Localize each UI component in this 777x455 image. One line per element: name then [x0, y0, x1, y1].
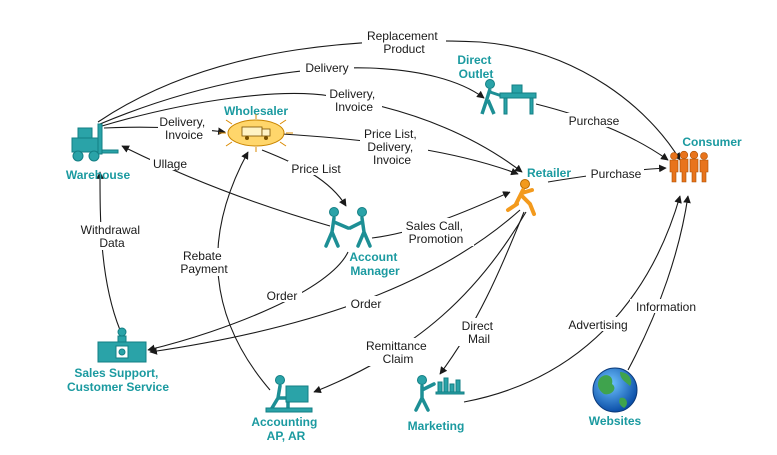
retailer-node: Retailer [506, 166, 571, 216]
wholesaler-label: Wholesaler [224, 104, 288, 118]
cashier-counter-icon [480, 79, 537, 115]
edge-replacement-product [97, 40, 681, 161]
label-delivery-invoice-left: Delivery, Invoice [159, 115, 208, 142]
label-order-retailer: Order [351, 297, 382, 311]
label-delivery-invoice-top: Delivery, Invoice [329, 87, 378, 114]
marketing-label: Marketing [408, 419, 465, 433]
edge-rebate-payment [217, 151, 271, 391]
label-purchase-retailer: Purchase [591, 167, 642, 181]
marketing-node: Marketing [408, 375, 465, 433]
websites-node: Websites [589, 367, 642, 428]
label-sales-call: Sales Call, Promotion [406, 219, 467, 246]
running-person-icon [506, 179, 536, 216]
presenter-chart-icon [414, 375, 465, 412]
label-information: Information [636, 300, 696, 314]
warehouse-label: Warehouse [66, 168, 131, 182]
label-order-account-manager: Order [267, 289, 298, 303]
edge-order-account-manager [147, 251, 349, 353]
warehouse-node: Warehouse [66, 123, 131, 182]
edge-labels: Replacement Product Delivery Delivery, I… [80, 28, 704, 366]
sales-support-node: Sales Support, Customer Service [67, 327, 169, 394]
label-advertising: Advertising [568, 318, 627, 332]
wholesaler-node: Wholesaler [219, 104, 293, 152]
consumer-node: Consumer [669, 135, 742, 183]
accounting-node: Accounting AP, AR [251, 375, 320, 443]
label-remittance-claim: Remittance Claim [366, 339, 430, 366]
edge-delivery-outlet [99, 67, 485, 125]
edge-purchase-outlet [535, 103, 669, 161]
websites-label: Websites [589, 414, 642, 428]
account-manager-node: Account Manager [324, 207, 400, 278]
label-ullage: Ullage [153, 157, 187, 171]
accounting-label: Accounting AP, AR [251, 415, 320, 443]
direct-outlet-node: Direct Outlet [457, 53, 537, 115]
edge-information [627, 195, 691, 371]
people-group-icon [669, 150, 709, 183]
sales-support-label: Sales Support, Customer Service [67, 366, 169, 394]
retailer-label: Retailer [527, 166, 571, 180]
edge-remittance-claim [313, 211, 527, 394]
globe-icon [592, 367, 638, 413]
label-delivery: Delivery [305, 61, 348, 75]
label-rebate-payment: Rebate Payment [180, 249, 228, 276]
label-price-list-delivery-invoice: Price List, Delivery, Invoice [364, 127, 420, 167]
account-manager-label: Account Manager [349, 250, 400, 278]
edge-ullage [121, 145, 331, 227]
desk-worker-icon [265, 375, 313, 413]
label-replacement-product: Replacement Product [367, 29, 441, 56]
edge-price-list [261, 149, 347, 207]
label-direct-mail: Direct Mail [462, 319, 497, 346]
edge-withdrawal-data [96, 171, 121, 331]
direct-outlet-label: Direct Outlet [457, 53, 494, 81]
label-purchase-outlet: Purchase [569, 114, 620, 128]
help-desk-icon [97, 327, 147, 363]
label-withdrawal-data: Withdrawal Data [81, 223, 144, 250]
truck-icon [219, 114, 293, 152]
label-price-list: Price List [291, 162, 341, 176]
handshake-icon [324, 207, 372, 248]
forklift-icon [71, 123, 119, 162]
edge-direct-mail [439, 211, 525, 375]
consumer-label: Consumer [682, 135, 742, 149]
